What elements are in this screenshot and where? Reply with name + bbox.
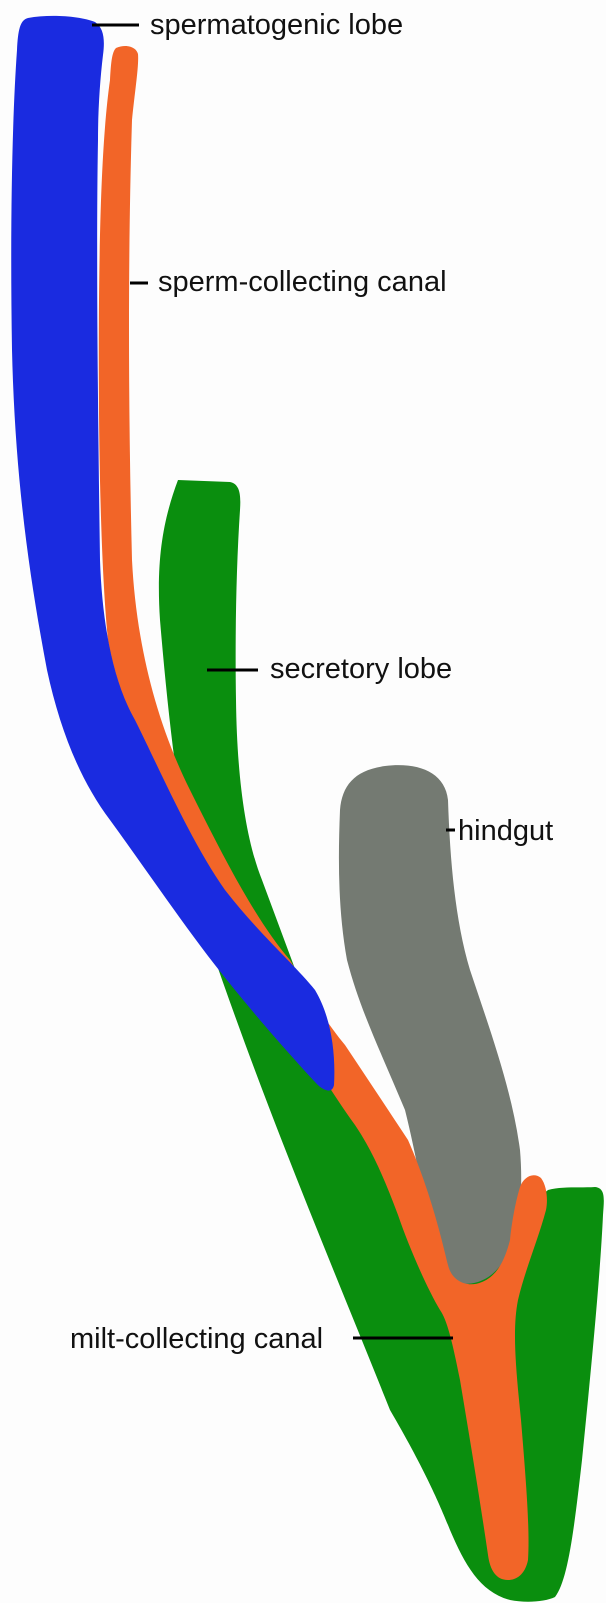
label-sperm-collecting-canal: sperm-collecting canal xyxy=(158,266,447,298)
label-secretory-lobe: secretory lobe xyxy=(270,653,452,685)
label-milt-collecting-canal: milt-collecting canal xyxy=(70,1323,323,1355)
label-hindgut: hindgut xyxy=(458,815,553,847)
label-spermatogenic-lobe: spermatogenic lobe xyxy=(150,9,403,41)
